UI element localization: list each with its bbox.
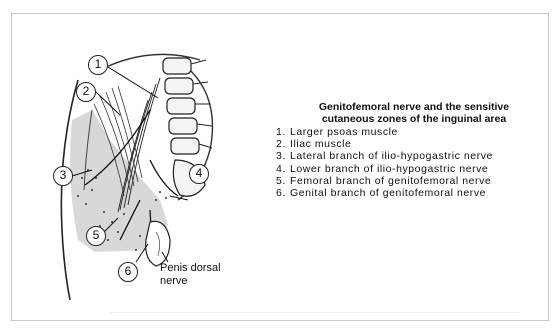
legend-item: 5.Femoral branch of genitofemoral nerve [276,175,556,187]
marker-4: 4 [189,164,209,184]
legend-item-number: 6. [276,187,290,199]
legend-item-number: 1. [276,126,290,138]
legend-item-label: Larger psoas muscle [290,126,398,138]
marker-1: 1 [88,55,108,75]
marker-3: 3 [53,166,73,186]
legend: Genitofemoral nerve and the sensitive cu… [276,101,556,199]
legend-item-label: Iliac muscle [290,138,351,150]
dorsal-label-line2: nerve [160,275,250,288]
legend-item-number: 2. [276,138,290,150]
legend-item-number: 4. [276,163,290,175]
dorsal-label-line1: Penis dorsal [160,262,250,275]
legend-item-number: 5. [276,175,290,187]
legend-item: 3.Lateral branch of ilio-hypogastric ner… [276,150,556,162]
legend-item: 2.Iliac muscle [276,138,556,150]
legend-item-label: Lateral branch of ilio-hypogastric nerve [290,150,493,162]
legend-list: 1.Larger psoas muscle 2.Iliac muscle 3.L… [276,126,556,199]
legend-item-label: Lower branch of ilio-hypogastric nerve [290,163,488,175]
legend-title-line1: Genitofemoral nerve and the sensitive [276,101,552,113]
legend-title: Genitofemoral nerve and the sensitive cu… [276,101,552,125]
marker-6: 6 [118,262,138,282]
marker-2: 2 [76,82,96,102]
legend-item-label: Genital branch of genitofemoral nerve [290,187,486,199]
legend-item: 1.Larger psoas muscle [276,126,556,138]
penis-dorsal-nerve-label: Penis dorsal nerve [160,262,250,288]
marker-5: 5 [86,226,106,246]
legend-item: 6.Genital branch of genitofemoral nerve [276,187,556,199]
legend-item: 4.Lower branch of ilio-hypogastric nerve [276,163,556,175]
legend-title-line2: cutaneous zones of the inguinal area [276,113,552,125]
legend-item-label: Femoral branch of genitofemoral nerve [290,175,491,187]
legend-item-number: 3. [276,150,290,162]
